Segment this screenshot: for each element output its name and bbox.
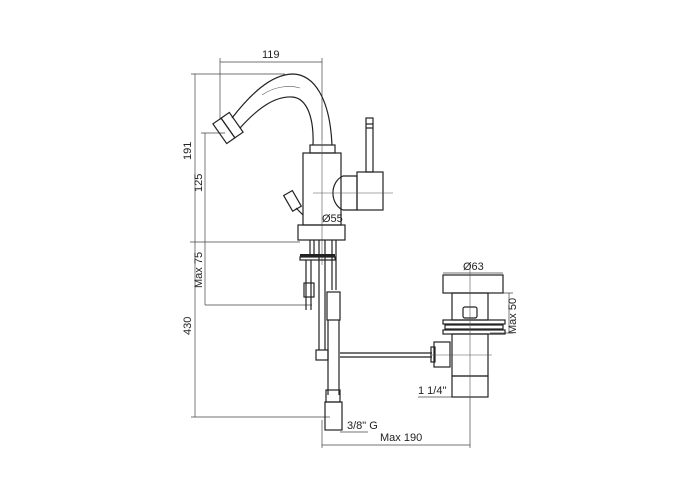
dim-119: 119 (262, 49, 280, 61)
dimension-lines (190, 58, 513, 448)
dim-hose-connection: 3/8" G (347, 420, 378, 432)
dim-max50: Max 50 (507, 298, 519, 334)
dim-o63: Ø63 (463, 261, 484, 273)
dim-o55: Ø55 (322, 213, 343, 225)
dim-191: 191 (182, 142, 194, 160)
supply-hoses (299, 240, 432, 431)
dim-max190: Max 190 (380, 432, 422, 444)
dim-430: 430 (182, 317, 194, 335)
dim-thread: 1 1/4" (418, 385, 446, 397)
dim-max75: Max 75 (193, 252, 205, 288)
dim-125: 125 (193, 174, 205, 192)
pop-up-waste (430, 265, 506, 398)
mixer-body (212, 73, 393, 265)
